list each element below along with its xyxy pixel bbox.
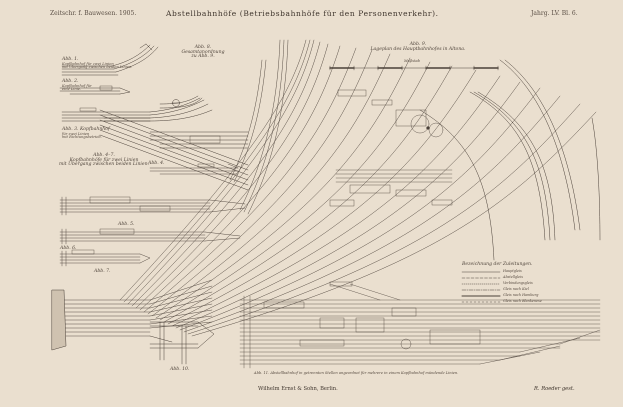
engraver-credit: R. Roeder gest. [534, 386, 575, 392]
abb1-caption-line1: Abb. 1. [62, 57, 79, 62]
scale-label: Maßstab [404, 59, 420, 63]
abb3-diagram [61, 97, 213, 122]
terminus-head [51, 289, 67, 351]
abb7-label: Abb. 7. [94, 269, 111, 274]
legend-item: Gleis nach Kiel [503, 287, 529, 291]
abb5-label: Abb. 5. [118, 222, 135, 227]
abb10-label: Abb. 10. [170, 367, 190, 372]
abb4-7-diagram [99, 95, 249, 191]
abb3-caption-line3: mit Richtungsbetrieb. [62, 135, 102, 140]
abb4-label: Abb. 4. [148, 161, 165, 166]
abb10-diagram [149, 321, 215, 365]
abb1-caption: Abb. 1. Kopfbahnhof für zwei Linien mit … [62, 57, 133, 70]
abb1-caption-line3: mit Übergang zwischen beiden Linien. [62, 65, 133, 70]
printer-credit: Wilhelm Ernst & Sohn, Berlin. [258, 386, 338, 392]
legend-lines [461, 271, 501, 303]
abb4-diagram [149, 163, 239, 175]
abb9-left-branch [229, 39, 289, 215]
abb2-caption-line3: eine Linie. [62, 87, 82, 92]
legend-item: Abstellgleis [503, 275, 523, 279]
abb9-caption-line1: Abb. 9. [409, 42, 427, 47]
abb8-caption-line1: Abb. 8. [194, 45, 212, 50]
abb7-diagram [59, 249, 151, 267]
abb3-caption-line2: für zwei Linien [62, 131, 90, 136]
abb2-caption-line1: Abb. 2. [62, 79, 79, 84]
abb8-caption-line2: Gesamtanordnung [181, 49, 225, 55]
abb2-diagram [59, 85, 131, 95]
abb11-caption: Abb. 11. Abstellbahnhof in getrennten St… [254, 371, 459, 375]
abb2-caption-line2: Kopfbahnhof für [62, 83, 92, 88]
abb4-7-caption-line3: mit Übergang zwischen beiden Linien. [58, 162, 150, 168]
lower-left-terminus [61, 279, 213, 337]
abb4-7-caption: Abb. 4–7. Kopfbahnhöfe für zwei Linien m… [56, 153, 152, 168]
legend-item: Gleis nach Blankenese [503, 299, 542, 303]
abb6-label: Abb. 6. [60, 246, 77, 251]
scale-bar [329, 65, 499, 71]
abb9-caption: Abb. 9. Lageplan des Hauptbahnhofes in A… [360, 42, 476, 52]
abb9-buildings [329, 89, 453, 207]
page-title: Abstellbahnhöfe (Betriebsbahnhöfe für de… [166, 9, 439, 18]
abb1-diagram [61, 43, 159, 76]
abb1-caption-line2: Kopfbahnhof für zwei Linien [62, 61, 114, 66]
legend-item: Verbindungsgleis [503, 281, 533, 285]
header-right: Jahrg. LV. Bl. 6. [531, 10, 578, 17]
abb11-diagram [239, 281, 601, 369]
abb2-caption: Abb. 2. Kopfbahnhof für eine Linie. [62, 79, 92, 92]
legend-title: Bezeichnung der Zuleitungen. [462, 262, 533, 267]
abb5-diagram [59, 196, 246, 216]
abb9-caption-line2: Lageplan des Hauptbahnhofes in Altona. [370, 46, 466, 52]
legend-item: Gleis nach Hamburg [503, 293, 539, 297]
abb3-caption-line1: Abb. 3. Kopfbahnhof [62, 127, 110, 132]
header-left: Zeitschr. f. Bauwesen. 1905. [50, 10, 137, 17]
abb4-7-caption-line2: Kopfbahnhöfe für zwei Linien [69, 157, 139, 163]
abb9-main-fan [119, 39, 597, 337]
abb8-caption-line3: zu Abb. 9. [191, 54, 215, 60]
legend-item: Hauptgleis [503, 269, 522, 273]
abb9-right-curve [419, 59, 601, 261]
abb8-caption: Abb. 8. Gesamtanordnung zu Abb. 9. [176, 45, 230, 60]
abb4-7-caption-line1: Abb. 4–7. [93, 153, 115, 158]
abb3-caption: Abb. 3. Kopfbahnhof für zwei Linien mit … [62, 127, 110, 140]
abb6-diagram [59, 228, 241, 245]
